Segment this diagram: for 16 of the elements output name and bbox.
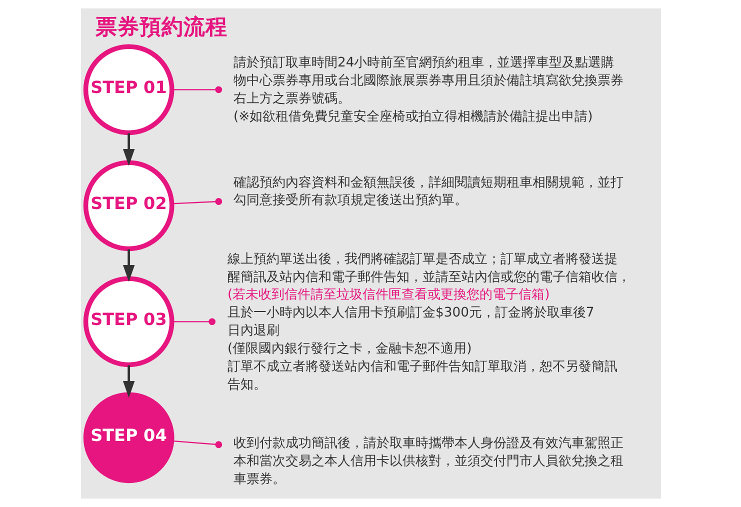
connector (171, 440, 222, 448)
node-text: 線上預約單送出後，我們將確認訂單是否成立；訂單成立者將發送提醒簡訊及站內信和電子郵件告知，並請至站內信或您的電子信箱收信， (若未收到信件請至垃圾信件匣查看或更換您的電子信箱) 且於一小時內以本人信用卡預刷訂金$300元，訂金將於取車後7日內退刷 (僅限國內銀行發行之卡，金融卡恕不適用) 訂單不成立者將發送站內信和電子郵件告知訂單取消，恕不另發簡訊告知。 (226, 252, 630, 392)
arrow (122, 133, 134, 166)
arrow (122, 249, 134, 282)
connector (172, 86, 222, 94)
diagram-title: 票券預約流程 (94, 14, 227, 40)
node-text: 收到付款成功簡訊後，請於取車時攜帶本人身份證及有效汽車駕照正本和當次交易之本人信用卡以供核對，並須交付門市人員欲兌換之租車票券。 (232, 436, 623, 487)
node-circle: STEP 02 (82, 160, 174, 252)
node-text: 確認預約內容資料和金額無誤後，詳細閱讀短期租車相關規範，並打勾同意接受所有款項規定後送出預約單。 (232, 175, 623, 208)
node-circle: STEP 03 (82, 276, 174, 368)
arrow (122, 365, 134, 398)
connector (172, 198, 222, 205)
node-text: 請於預訂取車時間24小時前至官網預約租車，並選擇車型及點選購物中心票券專用或台北國際旅展票券專用且須於備註填寫欲兌換票券右上方之票券號碼。 (※如欲租借免費兒童安全座椅或拍立得相機請於備註提出申請) (232, 56, 623, 125)
node-circle: STEP 04 (82, 392, 174, 484)
connector (172, 318, 216, 326)
node-circle: STEP 01 (82, 44, 174, 136)
